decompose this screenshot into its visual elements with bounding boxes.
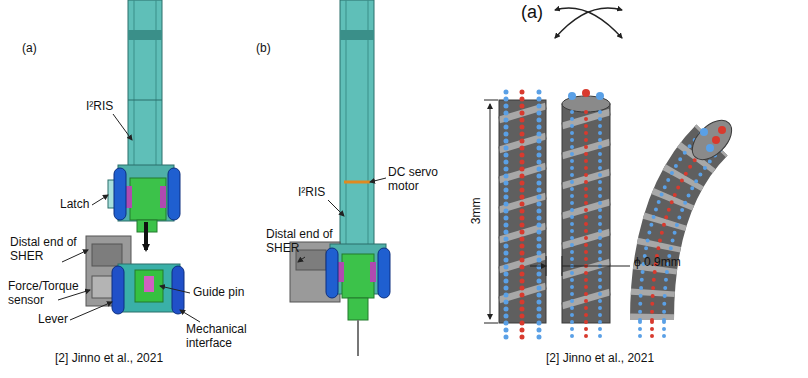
continuum-robot — [499, 8, 739, 342]
label-text: ϕ 0.9mm — [634, 256, 681, 270]
label-text: Mechanical interface — [186, 323, 264, 351]
cad-assembly-b — [290, 0, 390, 356]
label-text: 3mm — [470, 198, 484, 225]
label-text: (b) — [256, 42, 271, 56]
cad-assembly-a — [86, 0, 184, 314]
label-text: (a) — [22, 42, 37, 56]
label-text: I²RIS — [86, 100, 113, 114]
label-text: Lever — [38, 313, 68, 327]
leader-lines-a — [58, 114, 200, 322]
dimension-lines — [484, 100, 630, 323]
label-text: [2] Jinno et al., 2021 — [55, 352, 163, 366]
label-text: DC servo motor — [388, 166, 446, 194]
label-text: Force/Torque sensor — [8, 280, 84, 308]
label-text: Distal end of SHER — [266, 228, 344, 256]
label-text: Distal end of SHER — [10, 236, 88, 264]
label-text: I²RIS — [298, 186, 325, 200]
label-text: (a) — [521, 2, 543, 23]
label-text: Guide pin — [193, 286, 244, 300]
label-text: [2] Jinno et al., 2021 — [546, 352, 654, 366]
bend-arrows — [555, 8, 622, 38]
leader-lines-b — [298, 178, 386, 262]
label-text: Latch — [60, 198, 89, 212]
